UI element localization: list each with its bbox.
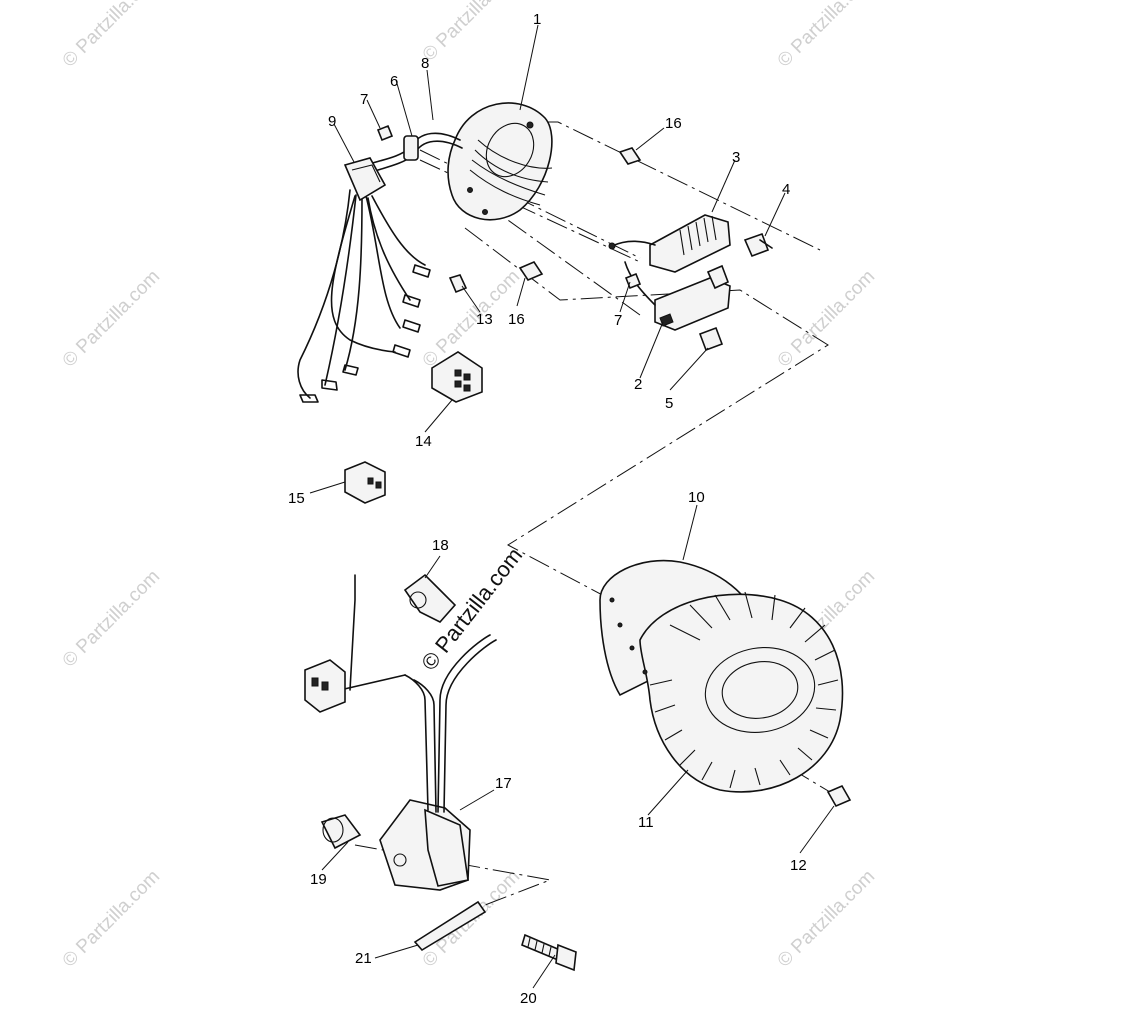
- callout-21: 21: [355, 950, 372, 967]
- callout-17: 17: [495, 775, 512, 792]
- callout-1: 1: [533, 11, 541, 28]
- watermark: © Partzilla.com: [59, 266, 164, 371]
- callout-16a: 16: [665, 115, 682, 132]
- watermark: © Partzilla.com: [419, 0, 524, 66]
- callout-4: 4: [782, 181, 790, 198]
- coil-connector: [304, 659, 346, 713]
- callout-7b: 7: [614, 312, 622, 329]
- flywheel: [599, 559, 844, 793]
- callout-labels: 1 3 4 16 8 6 7 9 13 16 7 2 5 14 15 10 18…: [288, 11, 807, 1007]
- callout-13: 13: [476, 311, 493, 328]
- flywheel-bolt: [826, 784, 852, 808]
- callout-18: 18: [432, 537, 449, 554]
- callout-15: 15: [288, 490, 305, 507]
- grommet: [403, 135, 419, 161]
- watermark: © Partzilla.com: [774, 266, 879, 371]
- charging-coil: [608, 214, 731, 273]
- callout-5: 5: [665, 395, 673, 412]
- callout-6: 6: [390, 73, 398, 90]
- wire-harness: [297, 132, 463, 399]
- callout-9: 9: [328, 113, 336, 130]
- callout-20: 20: [520, 990, 537, 1007]
- callout-8: 8: [421, 55, 429, 72]
- multi-pin-connector: [431, 351, 483, 403]
- spark-plug-cap: [403, 573, 457, 623]
- stator-plate: [447, 102, 553, 221]
- ground-strap: [413, 900, 487, 952]
- ignition-coil: [319, 574, 497, 891]
- wire-terminals: [299, 264, 431, 403]
- watermark: © Partzilla.com: [59, 866, 164, 971]
- watermark: © Partzilla.com: [774, 866, 879, 971]
- bolt: [743, 232, 773, 258]
- callout-3: 3: [732, 149, 740, 166]
- rubber-bushing: [320, 814, 362, 850]
- connector-pin: [448, 274, 468, 294]
- callout-16b: 16: [508, 311, 525, 328]
- bolt: [698, 326, 724, 352]
- leader-lines: [309, 24, 835, 989]
- watermark: © Partzilla.com: [59, 566, 164, 671]
- coupler: [344, 461, 386, 504]
- screw: [518, 147, 642, 281]
- callout-19: 19: [310, 871, 327, 888]
- callout-11: 11: [638, 814, 654, 831]
- callout-7a: 7: [360, 91, 368, 108]
- mounting-bolt: [521, 933, 577, 972]
- voltage-regulator: [624, 261, 731, 331]
- callout-12: 12: [790, 857, 807, 874]
- watermark: © Partzilla.com: [59, 0, 164, 72]
- callout-10: 10: [688, 489, 705, 506]
- callout-14: 14: [415, 433, 432, 450]
- harness-clamp: [343, 157, 387, 202]
- watermark: © Partzilla.com: [774, 0, 879, 72]
- callout-2: 2: [634, 376, 642, 393]
